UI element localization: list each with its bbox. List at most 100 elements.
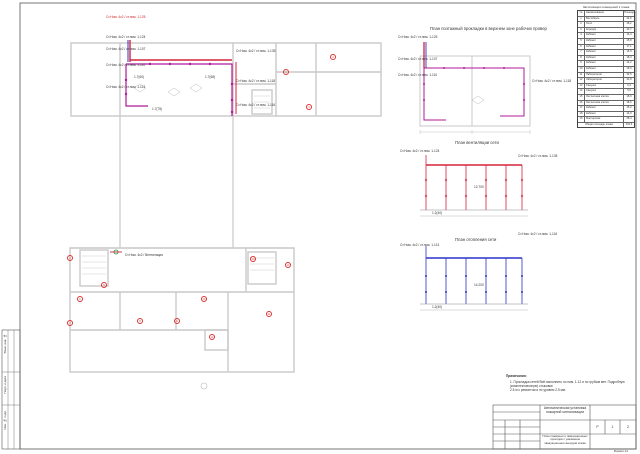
table-cell: 6,4: [627, 83, 631, 87]
table-cell: 11: [578, 72, 585, 78]
table-cell: 42,7: [626, 27, 632, 31]
notes-heading: Примечания:: [506, 374, 527, 378]
room-number: 2: [330, 54, 336, 60]
table-cell: 19: [578, 117, 585, 122]
table-cell: 5,9: [627, 89, 631, 93]
table-header-cell: Наименование: [585, 11, 624, 16]
table-header-cell: №: [578, 11, 585, 16]
pipe-label: Ст.Ном. 4c2 / ст.ном. 1-125: [398, 35, 438, 39]
table-cell: 15: [578, 94, 585, 100]
scheme-ventilation: [420, 155, 528, 217]
corridor-links: [70, 116, 294, 249]
pipe-label: Ст.Ном. 4c2 / ст.ном. 1-110: [398, 73, 438, 77]
table-cell: Лаборатория: [585, 72, 624, 78]
side-stamp-frame: [1, 329, 21, 450]
table-cell: Вестибюль: [585, 16, 624, 22]
pipe-label: Ст.Ном. 4c2 / ст.ном. 1-107: [398, 57, 438, 61]
table-cell: 31,8: [626, 78, 632, 82]
scheme-ventilation-title: План вентиляции сети: [455, 140, 499, 145]
table-cell: 14: [578, 89, 585, 94]
room-number: 1: [283, 69, 289, 75]
pipe-label: Ст.Ном. 4c2 / ст.ном. 1-116: [518, 232, 558, 236]
stair-hatch: [82, 95, 274, 275]
table-cell: Лаборатория: [585, 78, 624, 83]
table-cell: Лестничная клетка: [585, 94, 624, 100]
plan-right-top-marks: [423, 67, 525, 101]
table-cell: 17,1: [626, 44, 632, 48]
pipe-label: Ст.Ном. 4c2 / ст.ном. 1-124: [106, 35, 146, 39]
table-header-row: № Наименование Площадь: [578, 11, 635, 17]
title-format: Формат А1: [613, 449, 629, 453]
table-cell: 18: [578, 111, 585, 117]
scheme-ventilation-marks: [425, 179, 523, 197]
dimension-label: 1.7(60): [134, 75, 145, 79]
room-number: 8: [137, 318, 143, 324]
table-cell: 9: [578, 61, 585, 66]
table-cell: 6: [578, 44, 585, 50]
dimension-label: 1.2(40): [432, 305, 443, 309]
table-cell: Кабинет: [585, 66, 624, 72]
table-cell: Кабинет: [585, 38, 624, 44]
main-plan-marks: [124, 62, 234, 114]
table-cell: Кабинет: [585, 111, 624, 117]
table-cell: 28,4: [626, 117, 632, 121]
dimension-label: 14.200: [474, 283, 484, 287]
dimension-label: 12.700: [474, 185, 484, 189]
table-cell: 24,6: [626, 16, 632, 20]
title-stage: Р: [596, 425, 599, 429]
scheme-heating-marks: [425, 275, 523, 293]
scheme-heating-title: План отопления сети: [455, 237, 497, 242]
table-cell: 4: [578, 33, 585, 38]
table-cell: 15,2: [626, 106, 632, 110]
pipe-label: Ст.Ном. 4c2 / ст.ном. 1-125: [106, 15, 146, 19]
pipe-label: Ст.Ном. 4c2 / ст.ном. 1-135: [236, 49, 276, 53]
table-cell: 16,0: [626, 66, 632, 70]
table-cell: Кабинет: [585, 44, 624, 50]
table-cell: 14,2: [626, 61, 632, 65]
table-cell: 16: [578, 100, 585, 106]
room-number: 3: [306, 104, 312, 110]
table-cell: Коридор: [585, 27, 624, 33]
side-stamp-label: Инв. № подл.: [3, 410, 7, 430]
pipe-label: Ст.Ном. 4c2 / ст.ном. 1-110: [106, 63, 146, 67]
table-cell: 16,4: [626, 33, 632, 37]
table-cell: 13: [578, 83, 585, 89]
table-cell: 15,8: [626, 38, 632, 42]
notes-line: 2.5 м с ремонтом и по уровню 2.5 мм.: [510, 388, 566, 392]
table-cell: Кабинет: [585, 106, 624, 111]
table-cell: 8: [578, 55, 585, 61]
room-diamonds: [133, 83, 203, 97]
pipe-label: Ст.Ном. 4c2 / ст.ном. 1-124: [400, 149, 440, 153]
table-cell: 18,2: [626, 22, 632, 26]
pipe-label: Ст.Ном. 4c2 / Вентиляция: [125, 253, 163, 257]
table-total-row: Общая площадь этажа 402,5: [578, 122, 634, 128]
table-title: Экспликация помещений 1 этажа: [582, 5, 630, 9]
plan-heating-title: План поэтажный прокладки в верхнем зоне …: [430, 26, 547, 31]
side-stamp-label: Подп. и дата: [3, 376, 7, 394]
title-block-grid: [492, 404, 637, 450]
title-sheet-number: 1: [611, 425, 614, 429]
title-sheets-total: 2: [627, 425, 629, 429]
title-project: Автоматическая установка пожарной сигнал…: [543, 406, 587, 414]
pipe-label: Ст.Ном. 4c2 / ст.ном. 1-135: [518, 154, 558, 158]
pipe-label: Ст.Ном. 4c2 / ст.ном. 1-118: [532, 79, 572, 83]
table-cell: 18,3: [626, 55, 632, 59]
table-cell: 2: [578, 22, 585, 27]
room-number: 9: [174, 318, 180, 324]
